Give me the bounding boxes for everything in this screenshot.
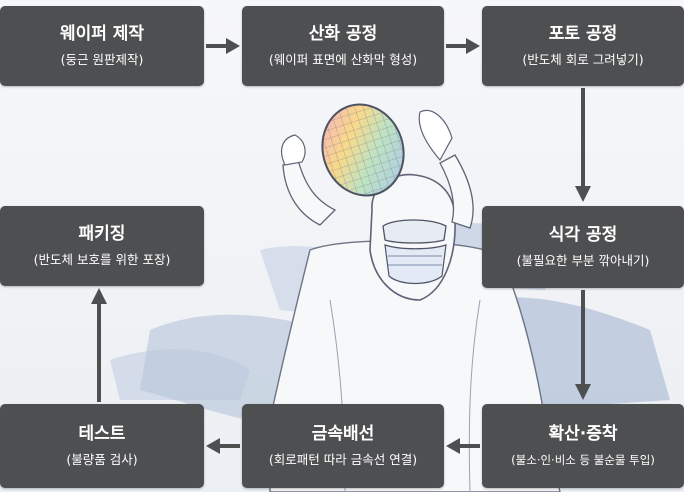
arrow-3-to-4 (575, 88, 591, 202)
step-title: 식각 공정 (548, 225, 618, 245)
arrow-1-to-2 (206, 38, 240, 54)
step-oxidation: 산화 공정 (웨이퍼 표면에 산화막 형성) (242, 6, 444, 86)
step-description: (불필요한 부분 깎아내기) (516, 253, 650, 268)
step-description: (반도체 회로 그려넣기) (522, 52, 644, 67)
step-title: 웨이퍼 제작 (59, 24, 145, 44)
step-photolithography: 포토 공정 (반도체 회로 그려넣기) (482, 6, 684, 86)
step-description: (불량품 검사) (66, 452, 138, 467)
step-wafer-fabrication: 웨이퍼 제작 (둥근 원판제작) (0, 6, 204, 86)
step-title: 패키징 (78, 224, 126, 244)
step-diffusion-deposition: 확산·증착 (불소·인·비소 등 불순물 투입) (482, 404, 684, 488)
step-title: 확산·증착 (548, 424, 618, 444)
step-description: (회로패턴 따라 금속선 연결) (268, 452, 418, 467)
arrow-6-to-7 (206, 438, 240, 454)
step-title: 금속배선 (311, 424, 375, 444)
arrow-5-to-6 (446, 438, 480, 454)
step-etching: 식각 공정 (불필요한 부분 깎아내기) (482, 206, 684, 288)
step-description: (불소·인·비소 등 불순물 투입) (511, 453, 655, 467)
step-description: (웨이퍼 표면에 산화막 형성) (268, 52, 418, 67)
arrow-2-to-3 (446, 38, 480, 54)
step-title: 테스트 (78, 424, 126, 444)
step-metal-wiring: 금속배선 (회로패턴 따라 금속선 연결) (242, 404, 444, 488)
step-packaging: 패키징 (반도체 보호를 위한 포장) (0, 206, 204, 286)
step-description: (둥근 원판제작) (60, 52, 144, 67)
step-description: (반도체 보호를 위한 포장) (33, 252, 171, 267)
step-title: 포토 공정 (548, 24, 618, 44)
arrow-7-to-8 (91, 288, 107, 402)
step-title: 산화 공정 (308, 24, 378, 44)
step-testing: 테스트 (불량품 검사) (0, 404, 204, 488)
arrow-4-to-5 (575, 290, 591, 400)
